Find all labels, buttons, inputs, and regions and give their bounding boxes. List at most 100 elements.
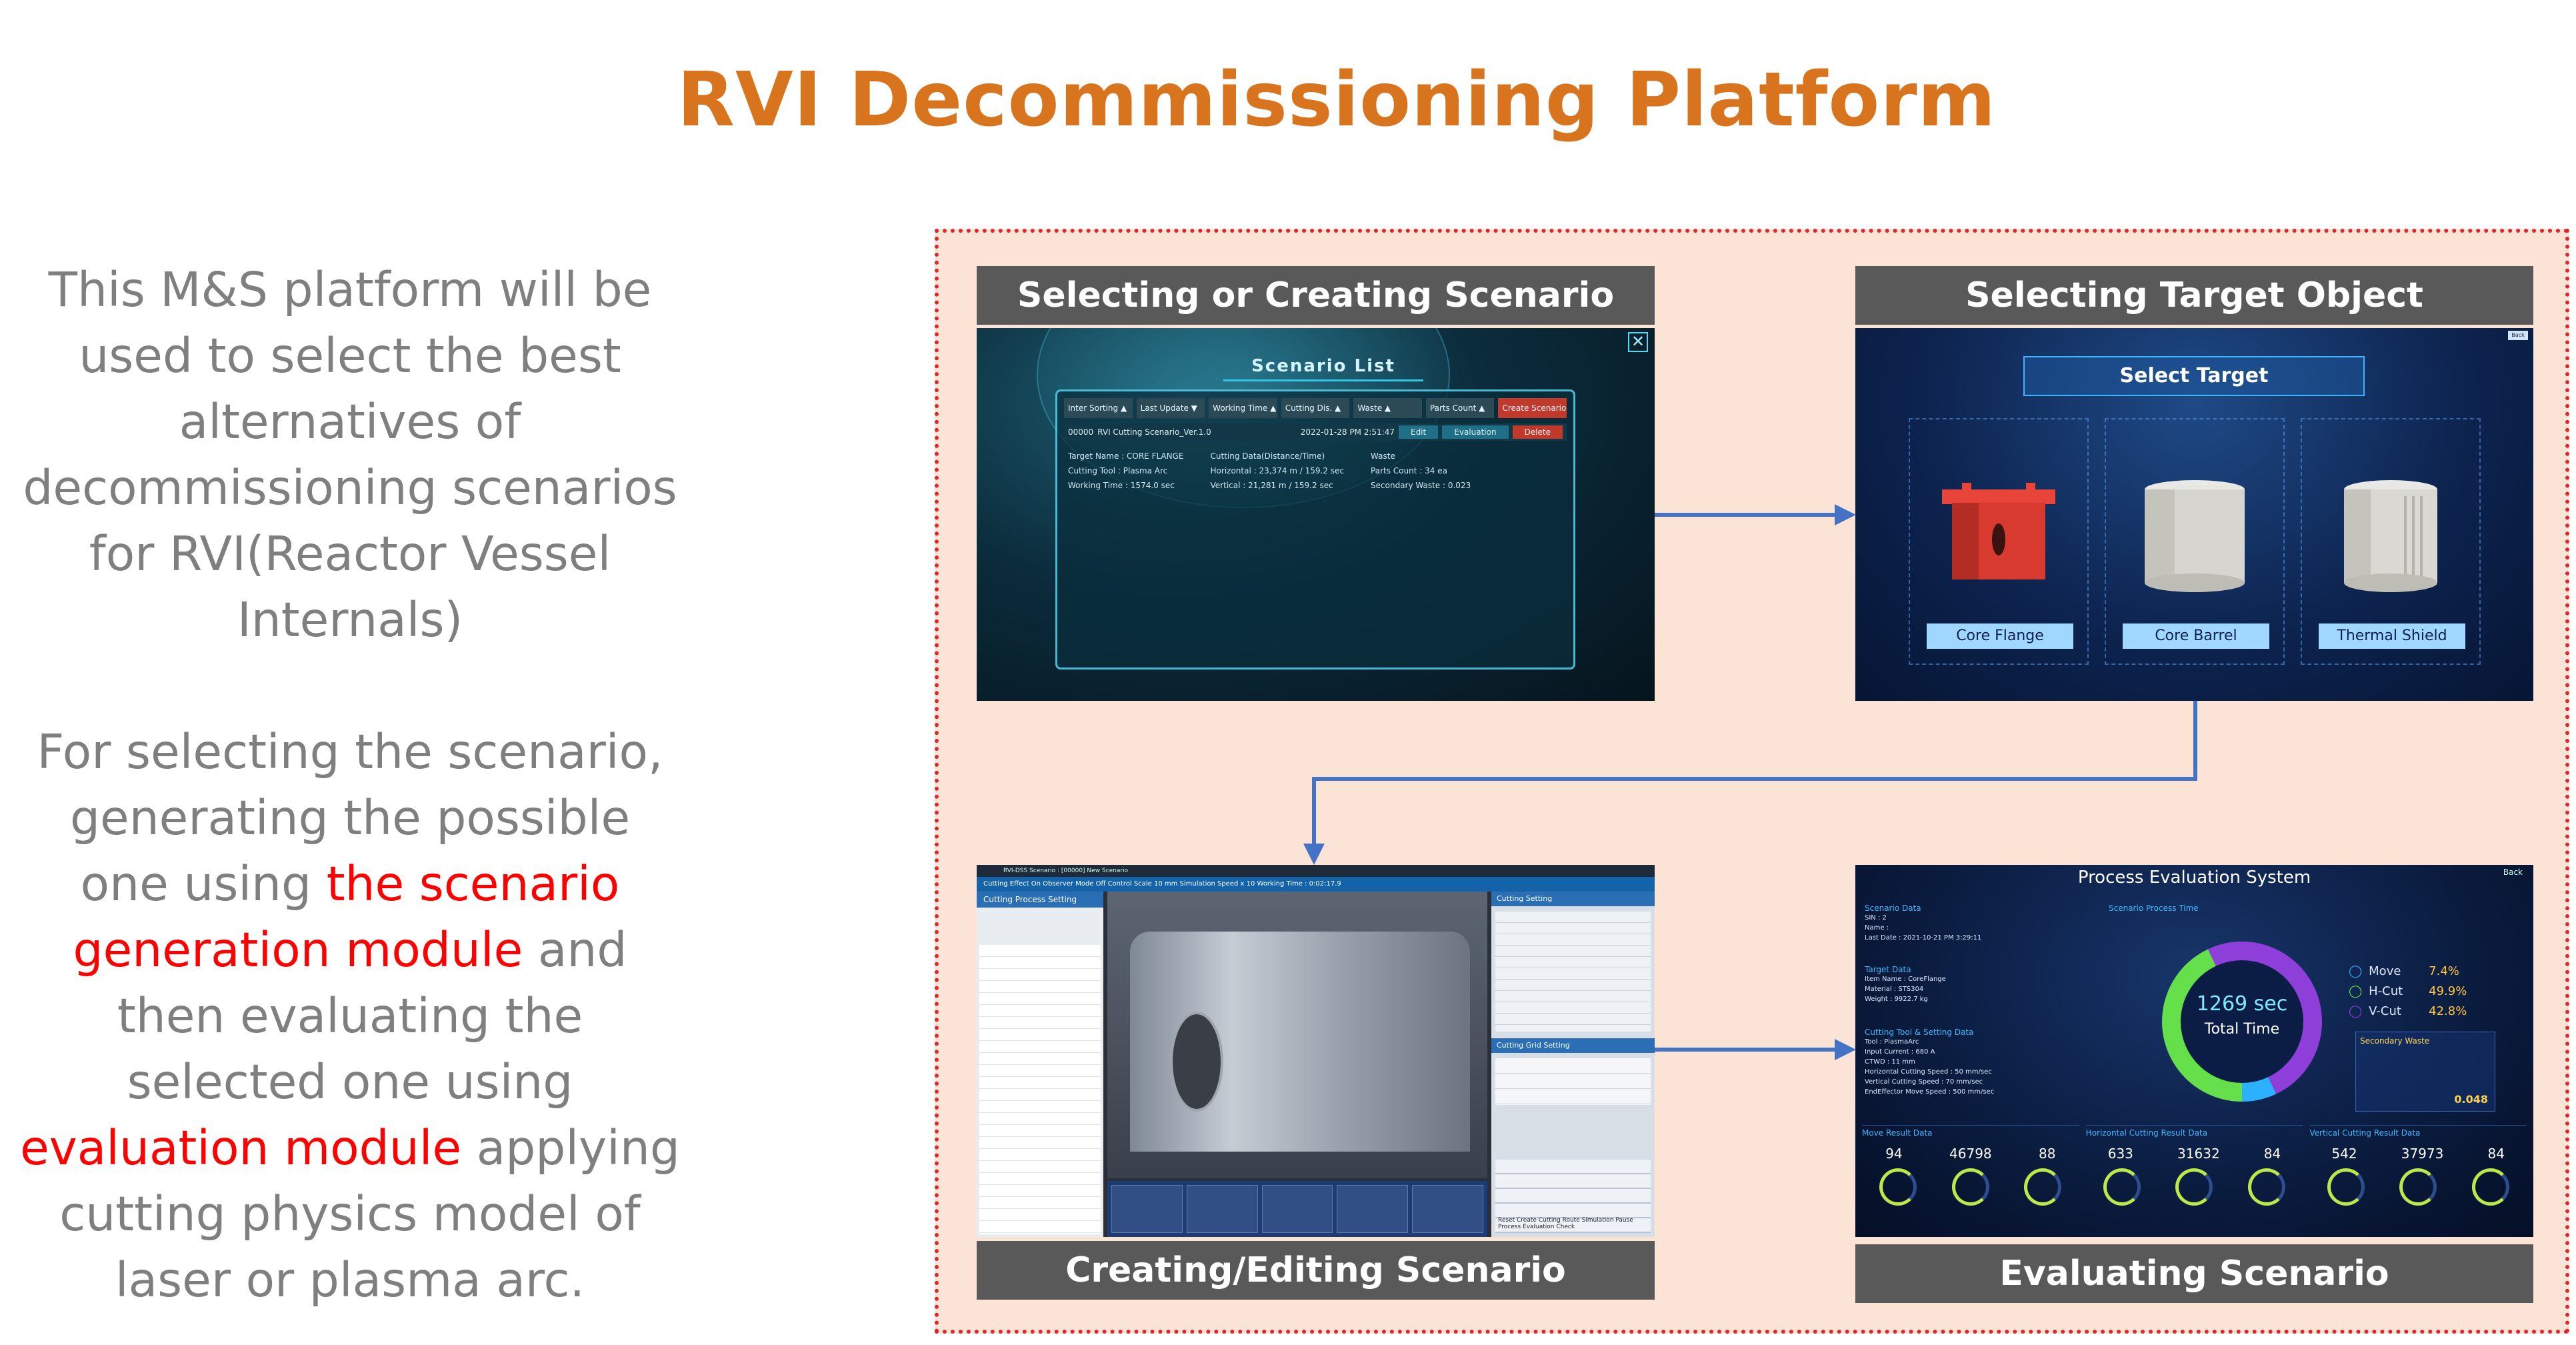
close-icon[interactable]: ✕	[1628, 332, 1648, 352]
create-scenario-button[interactable]: Create Scenario	[1498, 398, 1567, 418]
arrow-head-right-icon	[1835, 1039, 1856, 1060]
distance-rate-gauge	[1951, 1168, 1989, 1206]
select-target-heading: Select Target	[2023, 356, 2365, 396]
h-cut-dot-icon: ◯	[2349, 984, 2363, 998]
core-flange-model-icon	[1942, 483, 2055, 579]
target-card-core-barrel[interactable]: Core Barrel	[2105, 418, 2285, 665]
sort-parts-count-button[interactable]: Parts Count ▲	[1425, 398, 1495, 418]
select-target-screen: Back Select Target Core Flange Core Barr…	[1855, 328, 2533, 701]
arrow-to-editor	[1312, 777, 1316, 844]
scenario-list-screen: ✕ Scenario List Inter Sorting ▲ Last Upd…	[977, 328, 1655, 701]
total-time-donut: 1269 sec Total Time	[2162, 942, 2322, 1102]
time-rate-gauge	[2327, 1168, 2365, 1206]
result-sections: Move Result Data 94 46798 88 Horizontal …	[1862, 1125, 2527, 1232]
cutting-setting-panel: Cutting Setting Cutting Grid Setting Res…	[1491, 892, 1655, 1237]
legend-v-cut: ◯ V-Cut 42.8%	[2349, 1002, 2467, 1022]
panel-label-evaluating-scenario: Evaluating Scenario	[1855, 1244, 2533, 1303]
arrow-head-right-icon	[1835, 504, 1856, 525]
target-label-thermal-shield[interactable]: Thermal Shield	[2319, 623, 2465, 649]
highlight-generation-module: the scenario generation module	[73, 856, 620, 978]
sort-inter-button[interactable]: Inter Sorting ▲	[1064, 398, 1133, 418]
editor-action-buttons[interactable]: Reset Create Cutting Route Simulation Pa…	[1495, 1160, 1651, 1233]
scenario-list-title: Scenario List	[1223, 351, 1423, 381]
arrow-target-across	[1312, 777, 2197, 781]
simulation-viewport[interactable]	[1107, 892, 1487, 1178]
highlight-evaluation-module: evaluation module	[20, 1120, 462, 1176]
thumbnail-view[interactable]	[1337, 1185, 1409, 1233]
time-rate-gauge	[2103, 1168, 2141, 1206]
sort-cutting-dis-button[interactable]: Cutting Dis. ▲	[1281, 398, 1350, 418]
scenario-editor-screen: RVI-DSS Scenario : [00000] New Scenario …	[977, 865, 1655, 1237]
move-dot-icon: ◯	[2349, 964, 2363, 978]
back-button[interactable]: Back	[2508, 331, 2528, 340]
v-cut-dot-icon: ◯	[2349, 1004, 2363, 1018]
cutting-process-header: Cutting Process Setting	[977, 892, 1103, 908]
panel-label-selecting-target: Selecting Target Object	[1855, 266, 2533, 325]
thumbnail-view[interactable]	[1186, 1185, 1258, 1233]
cutting-grid-rows[interactable]	[1495, 1058, 1651, 1105]
cutting-setting-fields[interactable]	[1495, 912, 1651, 1032]
scenario-list-header: Inter Sorting ▲ Last Update ▼ Working Ti…	[1064, 398, 1567, 418]
sort-last-update-button[interactable]: Last Update ▼	[1136, 398, 1205, 418]
back-button[interactable]: Back	[2503, 868, 2523, 877]
distance-rate-gauge	[2399, 1168, 2437, 1206]
barrel-model	[1130, 932, 1470, 1152]
arrow-editor-to-evaluation	[1655, 1048, 1835, 1052]
core-barrel-model-icon	[2145, 480, 2245, 592]
legend-move: ◯ Move 7.4%	[2349, 962, 2467, 982]
thumbnail-view[interactable]	[1412, 1185, 1483, 1233]
delete-button[interactable]: Delete	[1512, 425, 1563, 439]
arrow-scenario-to-target	[1655, 513, 1835, 517]
process-time-heading: Scenario Process Time	[2109, 904, 2199, 913]
time-legend: ◯ Move 7.4% ◯ H-Cut 49.9% ◯ V-Cut 42.8%	[2349, 962, 2467, 1022]
target-card-thermal-shield[interactable]: Thermal Shield	[2301, 418, 2481, 665]
thumbnail-view[interactable]	[1111, 1185, 1183, 1233]
scenario-list-box: Inter Sorting ▲ Last Update ▼ Working Ti…	[1055, 389, 1575, 669]
editor-toolbar[interactable]: Cutting Effect On Observer Mode Off Cont…	[977, 877, 1655, 892]
intro-paragraph-2: For selecting the scenario, generating t…	[20, 724, 680, 1308]
target-card-core-flange[interactable]: Core Flange	[1909, 418, 2089, 665]
sort-waste-button[interactable]: Waste ▲	[1353, 398, 1422, 418]
count-rate-gauge	[2471, 1168, 2509, 1206]
evaluation-screen: Process Evaluation System Back Scenario …	[1855, 865, 2533, 1237]
secondary-waste-box: Secondary Waste 0.048	[2355, 1032, 2495, 1112]
target-data-section: Target Data Item Name : CoreFlange Mater…	[1865, 965, 1946, 1003]
scenario-data-section: Scenario Data SIN : 2 Name : Last Date :…	[1865, 904, 1982, 942]
panel-label-selecting-scenario: Selecting or Creating Scenario	[977, 266, 1655, 325]
move-result: Move Result Data 94 46798 88	[1862, 1125, 2079, 1232]
cutting-setting-header: Cutting Setting	[1491, 892, 1655, 906]
evaluation-title: Process Evaluation System	[2077, 868, 2311, 888]
time-rate-gauge	[1879, 1168, 1917, 1206]
target-label-core-barrel[interactable]: Core Barrel	[2123, 623, 2269, 649]
camera-thumbnails[interactable]	[1107, 1181, 1487, 1237]
edit-button[interactable]: Edit	[1398, 425, 1439, 439]
cutting-route-list[interactable]	[979, 945, 1101, 1234]
total-time-label: Total Time	[2204, 1021, 2280, 1038]
legend-h-cut: ◯ H-Cut 49.9%	[2349, 982, 2467, 1002]
barrel-opening	[1170, 1012, 1223, 1112]
table-row[interactable]: 00000 RVI Cutting Scenario_Ver.1.0 2022-…	[1064, 423, 1567, 441]
h-cut-result: Horizontal Cutting Result Data 633 31632…	[2085, 1125, 2303, 1232]
intro-text: This M&S platform will be used to select…	[20, 257, 680, 1313]
cutting-grid-header: Cutting Grid Setting	[1491, 1038, 1655, 1053]
target-label-core-flange[interactable]: Core Flange	[1927, 623, 2073, 649]
count-rate-gauge	[2024, 1168, 2062, 1206]
total-time-value: 1269 sec	[2196, 992, 2288, 1016]
waste-total: 0.048	[2454, 1093, 2488, 1106]
evaluation-button[interactable]: Evaluation	[1442, 425, 1509, 439]
panel-label-creating-scenario: Creating/Editing Scenario	[977, 1241, 1655, 1300]
thermal-shield-model-icon	[2344, 480, 2437, 592]
page-title: RVI Decommissioning Platform	[677, 57, 1997, 143]
arrow-head-down-icon	[1303, 844, 1325, 865]
thumbnail-view[interactable]	[1261, 1185, 1333, 1233]
count-rate-gauge	[2248, 1168, 2286, 1206]
distance-rate-gauge	[2175, 1168, 2213, 1206]
arrow-target-down	[2193, 701, 2197, 781]
cutting-process-panel: Cutting Process Setting	[977, 892, 1103, 1237]
editor-title-bar: RVI-DSS Scenario : [00000] New Scenario	[977, 865, 1655, 877]
intro-paragraph-1: This M&S platform will be used to select…	[23, 262, 677, 647]
v-cut-result: Vertical Cutting Result Data 542 37973 8…	[2309, 1125, 2527, 1232]
scenario-detail: Target Name : CORE FLANGE Cutting Tool :…	[1068, 451, 1471, 490]
tool-data-section: Cutting Tool & Setting Data Tool : Plasm…	[1865, 1028, 1995, 1096]
sort-working-time-button[interactable]: Working Time ▲	[1209, 398, 1277, 418]
